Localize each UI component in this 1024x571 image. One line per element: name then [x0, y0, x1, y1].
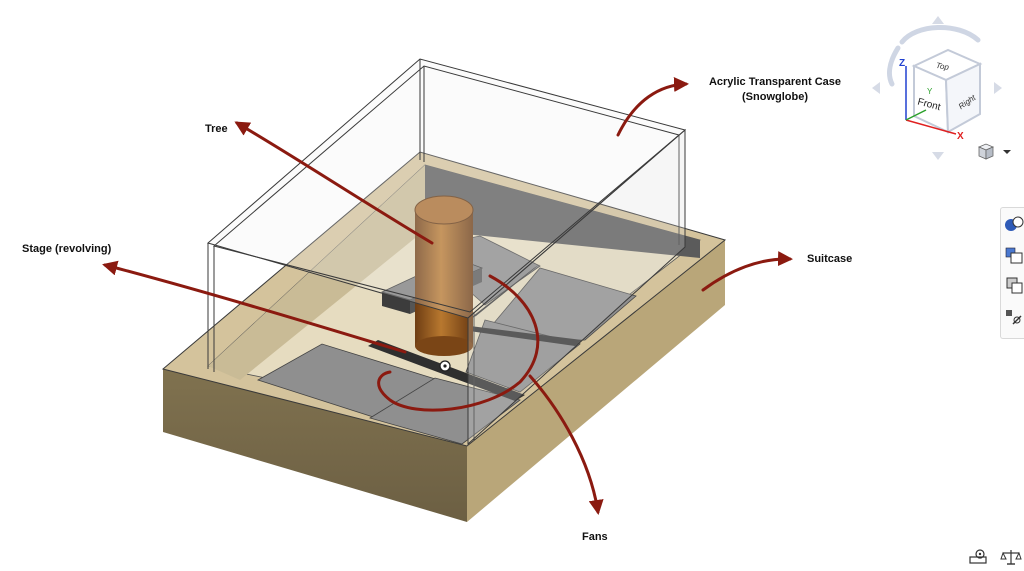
axis-y-label: Y [927, 87, 933, 96]
axis-y-line [905, 109, 927, 121]
tree-model[interactable] [414, 195, 474, 356]
tree-cylinder [415, 210, 473, 346]
fans-model[interactable] [257, 235, 637, 445]
case-label-line1: Acrylic Transparent Case [708, 76, 842, 88]
balance-icon[interactable] [1000, 548, 1022, 566]
render-toolbar [1000, 207, 1024, 339]
rotate-arc-icon[interactable] [887, 45, 901, 87]
rotate-right-icon[interactable] [994, 82, 1002, 94]
stage-side [382, 292, 410, 314]
tree-top [414, 195, 474, 225]
axis-z-label: Z [899, 58, 905, 69]
suitcase-right-face [467, 240, 725, 522]
fan-rail [468, 264, 540, 320]
explode-view-icon[interactable] [1003, 304, 1024, 330]
case-right-face [467, 128, 686, 446]
suitcase-inner-wall [425, 165, 700, 258]
annotations [102, 76, 793, 515]
suitcase-label: Suitcase [807, 253, 853, 265]
fan-rail [462, 326, 582, 346]
case-label-line2: (Snowglobe) [742, 91, 808, 103]
appearance-icon[interactable] [1003, 242, 1024, 268]
axis-x-line [905, 119, 957, 135]
tree-arrow [234, 121, 434, 245]
case-arrow [616, 76, 689, 137]
origin-marker[interactable] [439, 360, 451, 372]
rotate-down-icon[interactable] [932, 152, 944, 160]
fans-rotation-arrow [377, 274, 540, 412]
acrylic-case-model[interactable] [206, 58, 687, 446]
fans-arrow [528, 374, 604, 515]
display-mode-icon[interactable] [1003, 212, 1024, 238]
case-label: Acrylic Transparent Case (Snowglobe) [700, 75, 850, 105]
tree-label: Tree [205, 123, 228, 135]
rotate-up-icon[interactable] [932, 16, 944, 24]
cube-right-face[interactable] [944, 62, 981, 134]
suitcase-arrow [701, 251, 793, 292]
measure-icon[interactable] [968, 548, 990, 566]
section-view-icon[interactable] [1003, 272, 1024, 298]
tree-bottom [415, 336, 473, 356]
axis-x-label: X [957, 131, 964, 142]
cube-small-icon[interactable] [977, 143, 995, 160]
fans-label: Fans [582, 531, 608, 543]
rotate-arc-icon[interactable] [899, 25, 981, 45]
chevron-down-icon[interactable] [1003, 150, 1011, 154]
viewcube-icon[interactable]: Top Front Right Z X Y [868, 14, 1008, 164]
stage-label: Stage (revolving) [22, 243, 112, 255]
stage-arrow [102, 260, 407, 354]
view-dropdown[interactable] [976, 142, 1016, 162]
suitcase-front-face [163, 369, 467, 522]
rotate-left-icon[interactable] [872, 82, 880, 94]
cube-top-text: Top [935, 61, 950, 72]
